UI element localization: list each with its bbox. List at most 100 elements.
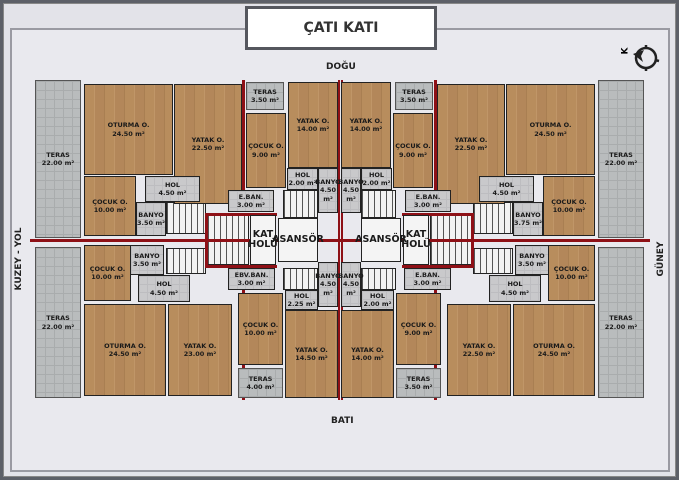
room-çocuk-o: ÇOCUK O.9.00 m² [246,113,286,188]
room-name: HOL [156,280,172,289]
room-çocuk-o: ÇOCUK O.9.00 m² [396,293,441,365]
room-area: 3.50 m² [133,260,161,268]
staircase [361,190,396,218]
room-area: 24.50 m² [112,129,145,138]
room-area: 14.50 m² [295,354,328,362]
load-bearing-wall [205,213,208,268]
room-e-ban: E.BAN.3.00 m² [404,268,451,290]
room-name: TERAS [253,87,277,96]
room-area: 22.50 m² [462,350,496,358]
room-area: 10.00 m² [93,206,127,214]
room-area: 3.00 m² [414,201,442,209]
room-area: 4.50 m² [319,280,337,297]
north-arrow-compass-icon: K [620,40,662,76]
room-area: 10.00 m² [555,273,588,281]
load-bearing-wall [338,80,340,400]
room-yatak-o: YATAK O.23.00 m² [168,304,232,396]
room-oturma-o: OTURMA O.24.50 m² [506,84,595,175]
room-name: YATAK O. [296,116,330,125]
room-yatak-o: YATAK O.14.00 m² [341,310,394,398]
room-name: ÇOCUK O. [395,142,431,151]
room-name: HOL [369,291,386,300]
room-area: 3.50 m² [400,96,428,104]
room-area: 2.00 m² [288,179,317,187]
room-name: HOL [164,180,181,189]
load-bearing-wall [341,80,343,400]
room-name: ÇOCUK O. [553,264,590,273]
load-bearing-wall [242,80,245,190]
load-bearing-wall [434,80,437,190]
room-area: 22.50 m² [454,144,488,152]
room-name: BANYO [134,251,160,260]
room-name: ASANSÖR [355,233,407,245]
room-area: 10.00 m² [91,273,124,281]
room-area: 10.00 m² [244,329,277,337]
room-area: 10.00 m² [552,206,586,214]
room-oturma-o: OTURMA O.24.50 m² [84,84,173,175]
room-name: YATAK O. [295,345,328,354]
room-name: BANYO [338,178,364,187]
room-area: 4.50 m² [501,288,529,297]
room-area: 4.50 m² [342,186,360,203]
room-name: TERAS [46,150,70,159]
room-name: TERAS [248,374,273,383]
load-bearing-wall [30,239,650,242]
room-area: 14.00 m² [351,354,384,362]
room-area: 3.50 m² [404,383,433,391]
room-e-ban: E.BAN.3.00 m² [405,190,451,212]
staircase [283,190,318,218]
load-bearing-wall [471,213,474,268]
room-name: ASANSÖR [272,233,324,245]
room-name: HOL [507,280,523,289]
room-name: ÇOCUK O. [248,142,284,151]
room-yatak-o: YATAK O.14.00 m² [288,82,338,168]
room-area: 4.50 m² [319,186,337,203]
room-yatak-o: YATAK O.22.50 m² [447,304,511,396]
room-name: OTURMA O. [529,121,572,130]
room-name: BANYO [315,272,341,281]
room-area: 3.00 m² [413,279,442,287]
room-name: ÇOCUK O. [89,264,126,273]
room-name: OTURMA O. [104,341,146,350]
room-name: YATAK O. [351,345,384,354]
room-area: 9.00 m² [404,329,433,337]
room-name: HOL [368,170,385,179]
room-asansör: ASANSÖR [355,218,407,262]
room-asansör: ASANSÖR [272,218,324,262]
room-çocuk-o: ÇOCUK O.10.00 m² [543,176,595,236]
room-area: 4.50 m² [158,189,187,197]
room-area: 4.50 m² [492,189,521,197]
room-name: TERAS [406,374,431,383]
room-name: ÇOCUK O. [242,320,279,329]
room-name: E.BAN. [415,192,441,201]
room-area: 3.50 m² [137,219,165,227]
room-name: HOL [293,291,310,300]
room-area: 23.00 m² [183,350,217,358]
room-oturma-o: OTURMA O.24.50 m² [513,304,595,396]
staircase [473,202,513,234]
room-name: YATAK O. [454,135,488,144]
room-name: ÇOCUK O. [551,197,587,206]
room-name: BANYO [315,178,341,187]
staircase [166,248,206,274]
room-name: BANYO [519,251,545,260]
